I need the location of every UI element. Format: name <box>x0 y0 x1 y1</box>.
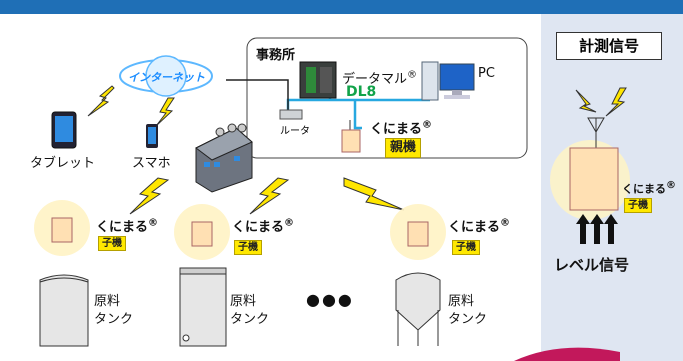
side-unit-icon <box>550 117 630 220</box>
child-role-badge: 子機 <box>234 240 262 255</box>
signal-bolt <box>249 177 290 215</box>
side-heading: 計測信号 <box>556 32 662 60</box>
logger-icon <box>299 61 337 99</box>
signal-bolt <box>129 177 170 215</box>
tablet-label: タブレット <box>30 156 96 171</box>
tank-icon <box>39 274 89 347</box>
child-unit-icon <box>174 204 230 260</box>
child-name: くにまる® <box>448 217 511 235</box>
corner-decoration <box>514 347 620 361</box>
child-unit-icon <box>34 200 90 256</box>
pc-label: PC <box>478 66 495 81</box>
pc-icon <box>421 61 475 101</box>
side-unit-name: くにまる® <box>622 180 676 196</box>
router-label: ルータ <box>280 126 310 137</box>
child-name: くにまる® <box>232 217 295 235</box>
tank-label-line1: 原料 <box>94 294 121 309</box>
tank-label-line1: 原料 <box>448 294 475 309</box>
signal-bolt <box>155 97 175 127</box>
signal-bolt <box>575 89 597 113</box>
internet-cable <box>226 79 289 112</box>
child-role-badge: 子機 <box>452 240 480 255</box>
parent-unit-icon <box>341 120 361 153</box>
tank-label-line1: 原料 <box>230 294 257 309</box>
tank-icon <box>179 267 227 347</box>
logger-model: DL8 <box>346 84 377 100</box>
ellipsis: ●●● <box>306 290 354 309</box>
phone-label: スマホ <box>132 156 171 171</box>
top-bar <box>0 0 683 14</box>
silo-icon <box>395 272 441 346</box>
signal-bolt <box>605 87 627 117</box>
side-role-badge: 子機 <box>624 198 652 213</box>
logger-name: データマル® <box>342 69 418 87</box>
tank-label-line2: タンク <box>448 312 488 327</box>
parent-role-badge: 親機 <box>385 138 422 158</box>
child-unit-icon <box>390 204 446 260</box>
signal-arrows <box>576 214 618 244</box>
factory-icon <box>195 123 253 193</box>
child-name: くにまる® <box>96 217 159 235</box>
router-icon <box>279 109 303 120</box>
parent-name: くにまる® <box>370 119 433 137</box>
office-title: 事務所 <box>256 48 296 63</box>
child-role-badge: 子機 <box>98 236 126 251</box>
tank-label-line2: タンク <box>94 312 134 327</box>
tank-label-line2: タンク <box>230 312 270 327</box>
level-signal-label: レベル信号 <box>554 256 630 274</box>
signal-bolt <box>87 85 115 117</box>
internet-label: インターネット <box>128 71 205 84</box>
signal-bolt <box>343 177 405 211</box>
